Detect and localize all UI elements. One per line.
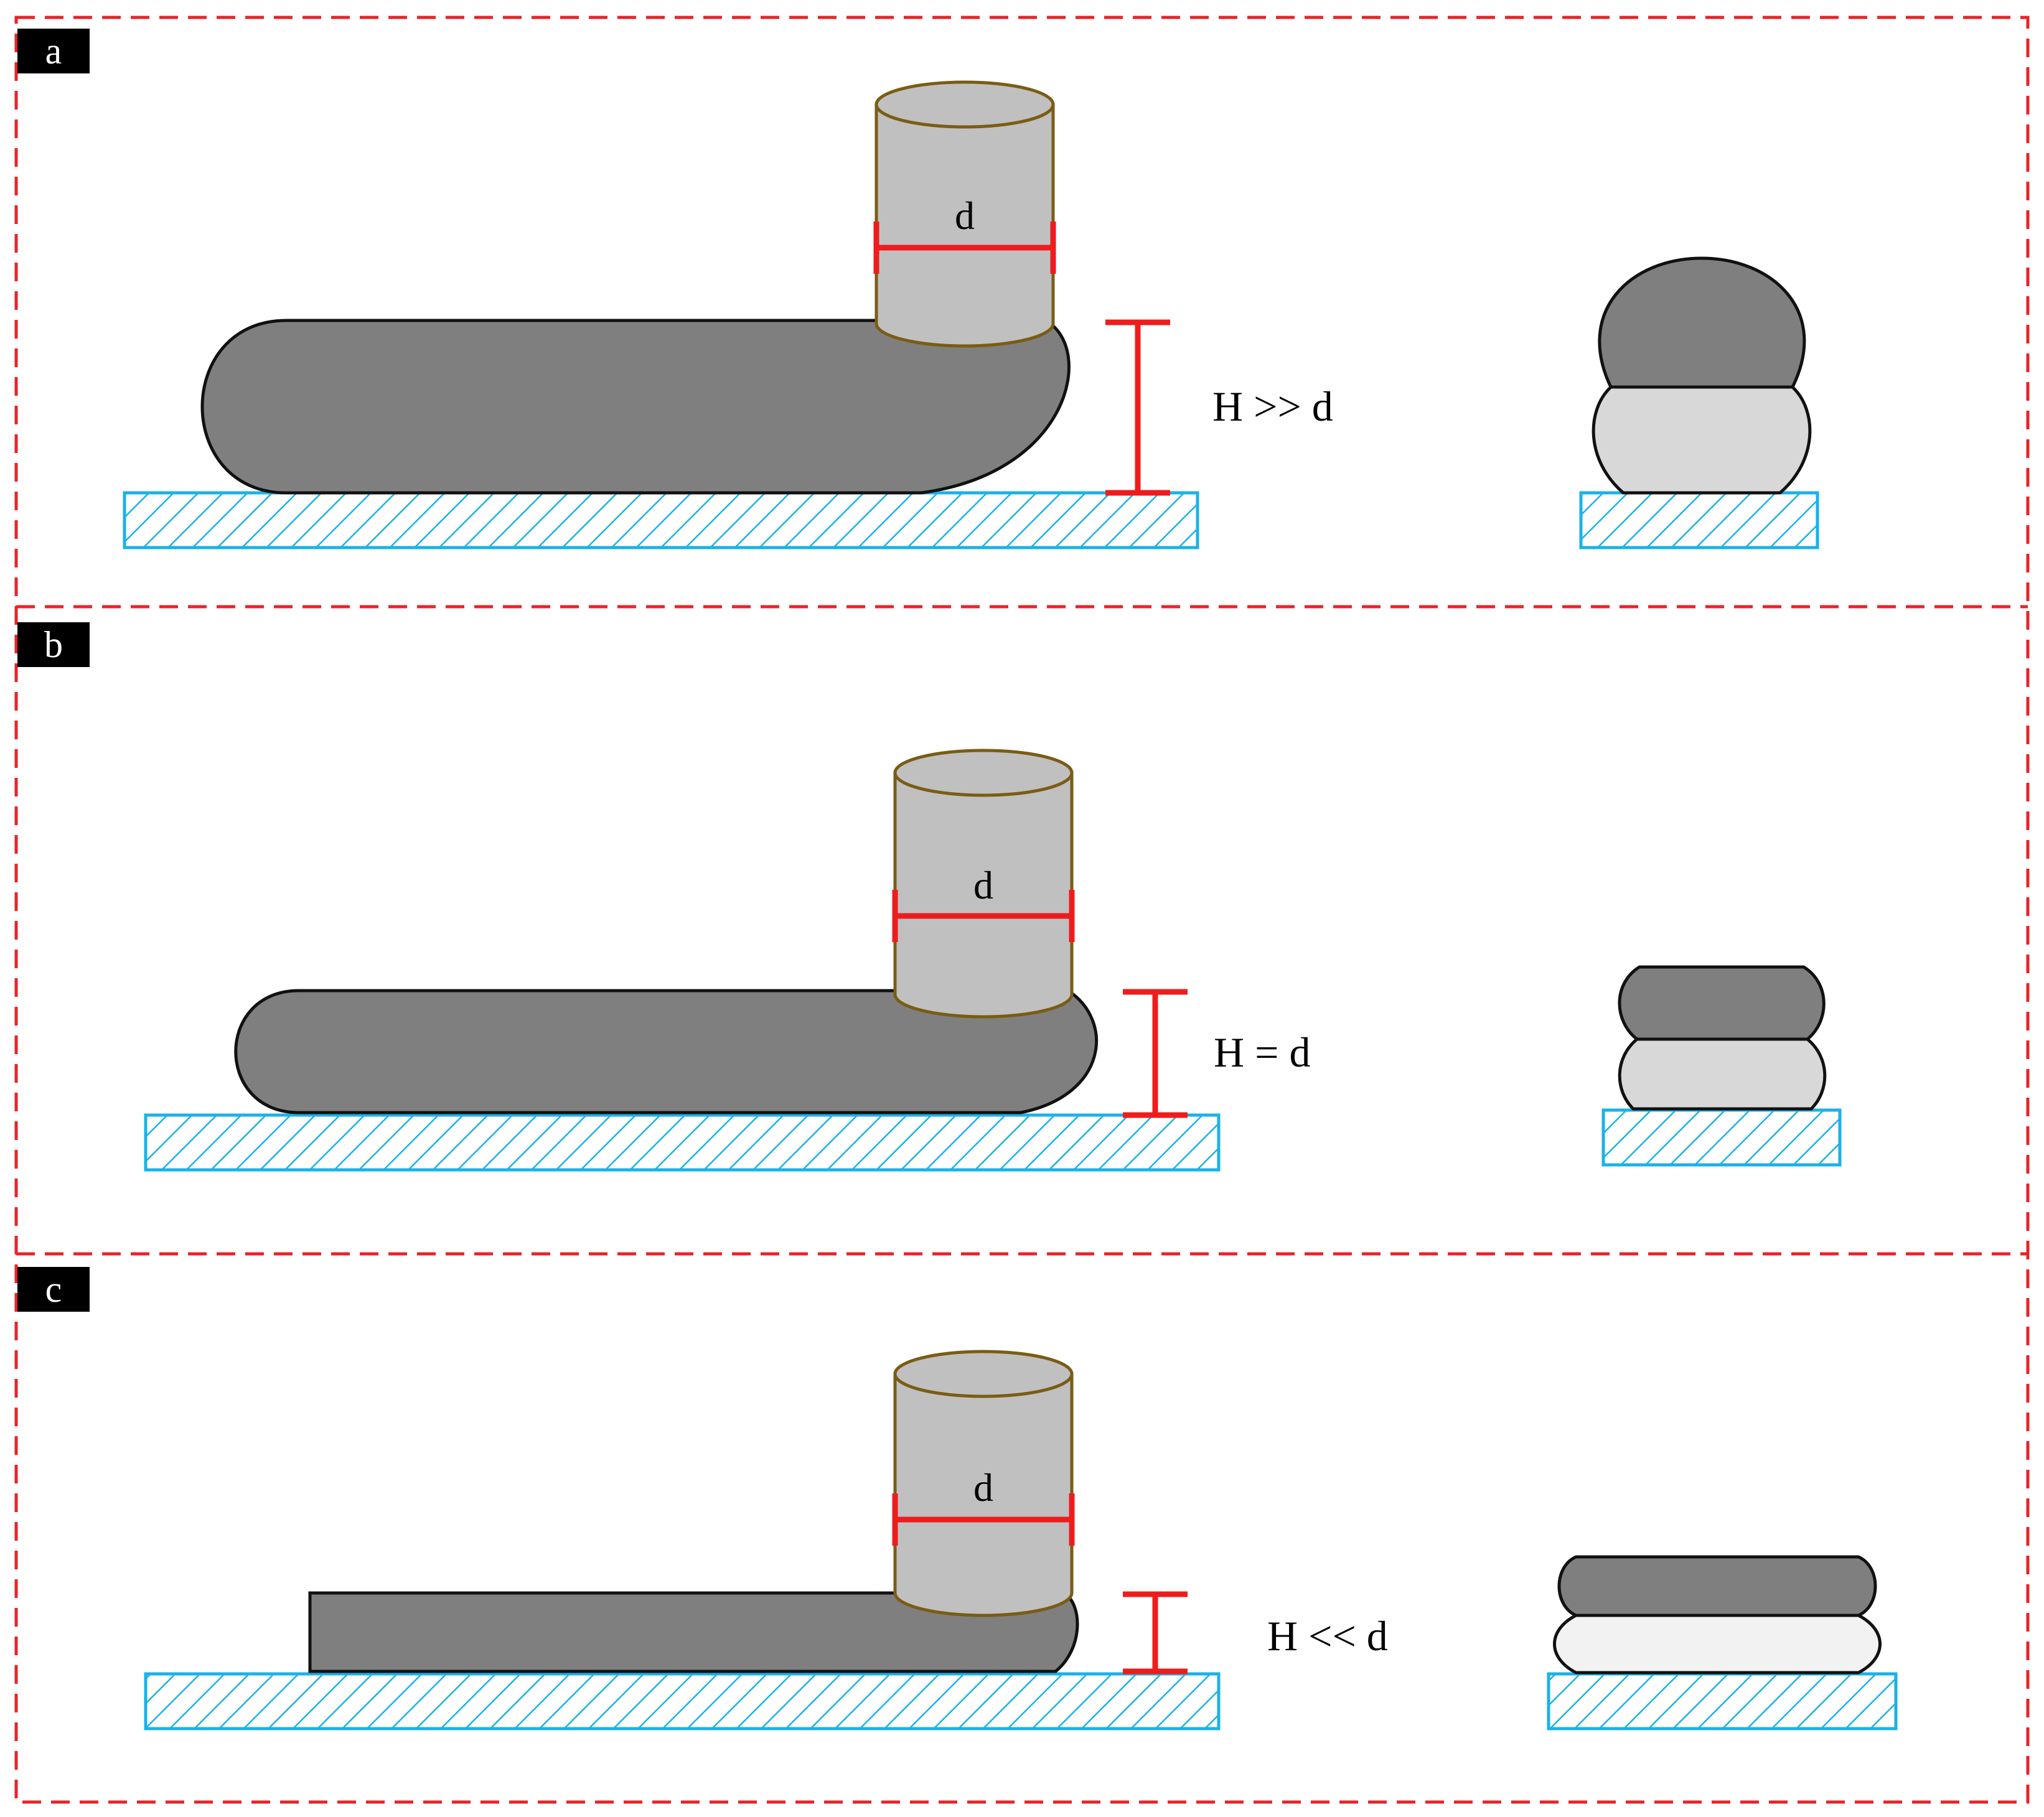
- lower-layer-cross-section-b: [1618, 1037, 1827, 1111]
- diameter-dimension-c: [892, 1493, 1075, 1546]
- outer-frame-border: [14, 16, 2030, 1804]
- height-dimension-c: [1123, 1591, 1188, 1675]
- substrate-cross-section-c: [1547, 1672, 1898, 1731]
- diameter-dimension-a: [873, 222, 1056, 274]
- deposited-bead-a: [200, 319, 1071, 495]
- lower-layer-cross-section-a: [1592, 385, 1812, 495]
- substrate-cross-section-b: [1601, 1108, 1842, 1167]
- frame: [14, 16, 2030, 1804]
- substrate-c: [144, 1672, 1221, 1731]
- upper-layer-cross-section-c: [1557, 1555, 1877, 1617]
- diameter-dimension-b: [892, 890, 1075, 942]
- relation-label-c: H << d: [1267, 1612, 1388, 1660]
- panel-b: d H = d: [144, 749, 1842, 1172]
- substrate-a: [123, 491, 1199, 549]
- lower-layer-cross-section-c: [1553, 1614, 1882, 1675]
- nozzle-a: [874, 80, 1055, 348]
- relation-label-a: H >> d: [1212, 383, 1333, 430]
- nozzle-c: [893, 1350, 1074, 1617]
- relation-label-b: H = d: [1214, 1029, 1310, 1076]
- panel-a: d H >> d: [123, 80, 1819, 549]
- diameter-label-a: d: [955, 194, 975, 238]
- height-dimension-b: [1123, 989, 1188, 1118]
- height-dimension-a: [1105, 319, 1170, 496]
- upper-layer-cross-section-b: [1618, 965, 1826, 1041]
- upper-layer-cross-section-a: [1598, 256, 1806, 389]
- deposited-bead-b: [234, 989, 1098, 1114]
- panel-tag-b: b: [17, 622, 90, 667]
- panel-c: d H << d: [144, 1350, 1898, 1731]
- diameter-label-b: d: [973, 863, 993, 907]
- diameter-label-c: d: [973, 1465, 993, 1510]
- nozzle-b: [893, 749, 1074, 1019]
- panel-tag-c: c: [17, 1267, 90, 1312]
- substrate-b: [144, 1113, 1221, 1172]
- substrate-cross-section-a: [1579, 491, 1819, 549]
- panel-tag-a: a: [17, 29, 90, 73]
